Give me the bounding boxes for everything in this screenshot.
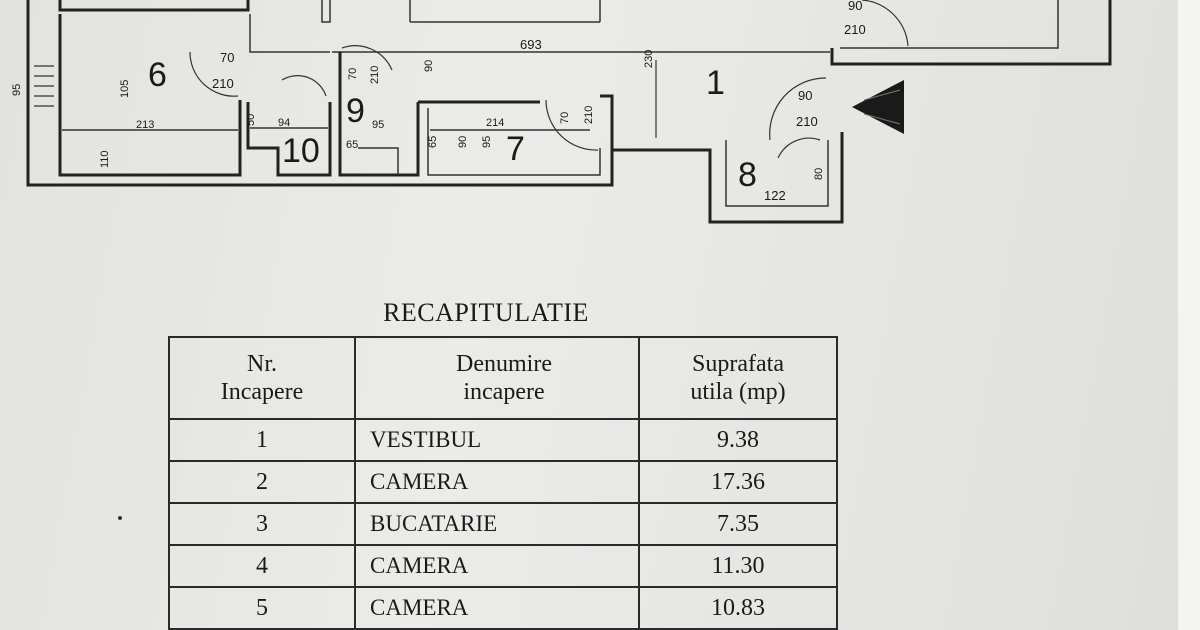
dimension-label: 210 [212, 76, 234, 91]
room-6-wall [58, 14, 242, 177]
page-edge [1178, 0, 1200, 630]
dimension-label: 80 [813, 168, 825, 180]
dimension-label: 210 [369, 66, 381, 84]
dimension-label: 94 [278, 117, 290, 129]
room-name: CAMERA [354, 586, 640, 630]
wall-top-mid3 [321, 0, 331, 23]
dimension-label: 65 [346, 139, 358, 151]
dimension-label: 65 [427, 136, 439, 148]
dimension-label: 122 [764, 188, 786, 203]
speck [118, 516, 122, 520]
dimension-label: 90 [798, 88, 812, 103]
room-area: 10.83 [638, 586, 838, 630]
row-number: 5 [168, 586, 356, 630]
dimension-label: 210 [583, 106, 595, 124]
room-10-wall [246, 102, 332, 177]
room-label: 6 [148, 56, 167, 94]
dimension-label: 210 [796, 114, 818, 129]
dimension-label: 95 [481, 136, 493, 148]
room-9-wall [338, 52, 420, 177]
outer-wall-left [26, 0, 844, 224]
room-8-inner [725, 140, 829, 207]
column-header-nr: Nr.Incapere [168, 336, 356, 420]
floor-plan: 6 1 9 10 7 8 90 210 70 210 693 90 210 21… [11, 0, 1112, 224]
outer-wall-right [830, 0, 1112, 66]
dimension-label: 90 [423, 60, 435, 72]
summary-title: RECAPITULATIE [383, 298, 589, 327]
dimension-label: 70 [559, 112, 571, 124]
door-arc-7 [545, 99, 599, 151]
dimension-label: 90 [457, 136, 469, 148]
room-name: CAMERA [354, 460, 640, 504]
outer-wall-top-left [58, 0, 250, 12]
room-name: BUCATARIE [354, 502, 640, 546]
room-6-inner [249, 14, 330, 53]
door-arc-9 [341, 45, 393, 71]
entry-steps [34, 65, 54, 107]
dimension-label: 230 [643, 50, 655, 68]
dimension-label: 210 [844, 22, 866, 37]
door-arc-10 [281, 75, 327, 97]
room-label: 9 [346, 92, 365, 130]
dimension-label: 214 [486, 117, 504, 129]
door-arc-1 [769, 77, 827, 141]
room-name: VESTIBUL [354, 418, 640, 462]
dimension-label: 213 [136, 119, 154, 131]
door-arc-6 [189, 51, 239, 97]
room-area: 7.35 [638, 502, 838, 546]
room-area: 9.38 [638, 418, 838, 462]
row-number: 2 [168, 460, 356, 504]
dimension-label: 90 [848, 0, 862, 13]
dimension-label: 693 [520, 37, 542, 52]
door-arc-8 [777, 137, 821, 159]
door-arc-top [861, 0, 909, 47]
dimension-label: 50 [245, 114, 257, 126]
room-label: 1 [706, 64, 725, 102]
room-area: 17.36 [638, 460, 838, 504]
room-name: CAMERA [354, 544, 640, 588]
room-7-inner [427, 108, 601, 176]
dimension-label: 70 [347, 68, 359, 80]
row-number: 1 [168, 418, 356, 462]
room-label: 7 [506, 130, 525, 168]
entrance-arrow-icon [852, 80, 904, 134]
room-9-inner [358, 147, 399, 175]
dimension-label: 70 [220, 50, 234, 65]
dimension-label: 110 [99, 150, 111, 168]
wall-room7-right [600, 94, 614, 150]
room-label: 10 [282, 132, 320, 170]
wall-right-inner [840, 0, 1059, 49]
dimension-label: 95 [11, 84, 23, 96]
room-label: 8 [738, 156, 757, 194]
dimension-label: 95 [372, 119, 384, 131]
dimension-label: 105 [119, 80, 131, 98]
row-number: 4 [168, 544, 356, 588]
room-area: 11.30 [638, 544, 838, 588]
row-number: 3 [168, 502, 356, 546]
